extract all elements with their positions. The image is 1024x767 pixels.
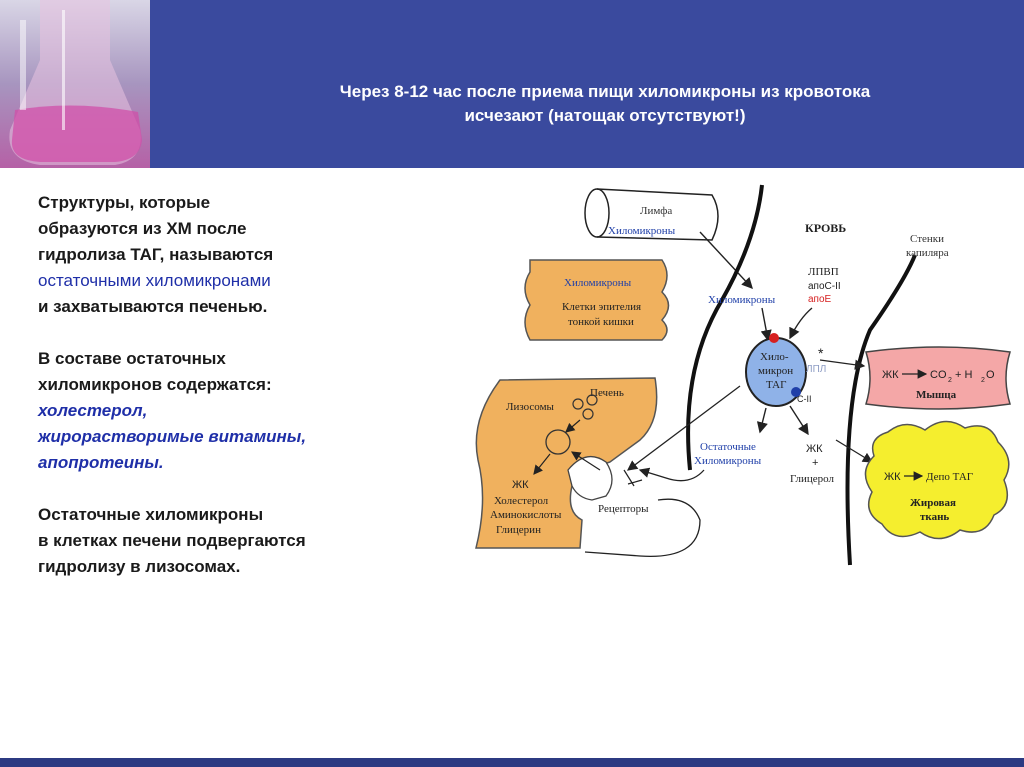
glycerin-label: Глицерин [496,524,541,536]
apo-c2-marker [791,387,801,397]
paragraph-remnants: Структуры, которые образуются из ХМ посл… [38,190,418,320]
vesicle-to-lysosome-arrow [570,451,601,471]
capillary-label-2: капиляра [906,247,949,259]
muscle-fa-label: ЖК [882,369,899,381]
lysosome [582,408,594,420]
receptors-label: Рецепторы [598,503,649,515]
text-line: хиломикронов содержатся: [38,375,272,394]
text-line: образуются из ХМ после [38,219,247,238]
muscle-plus-h: + H [955,369,972,381]
capillary-label-1: Стенки [910,233,944,245]
fa-to-muscle-arrow [819,359,866,370]
apo-e-label: апоЕ [808,294,832,305]
text-line: Структуры, которые [38,193,211,212]
hydrolysis-products-arrow [533,453,551,475]
highlight-term: остаточными хиломикронами [38,271,271,290]
amino-acids-label: Аминокислоты [490,509,562,521]
text-line: В составе остаточных [38,349,226,368]
paragraph-hydrolysis: Остаточные хиломикроны в клетках печени … [38,502,418,580]
slide-title: Через 8-12 час после приема пищи хиломик… [190,80,1020,128]
muscle-tissue [865,346,1011,410]
lysosome [586,394,598,406]
remnant-label-1: Остаточные [700,441,756,453]
cholesterol-label: Холестерол [494,495,549,507]
blood-chylomicrons-label: Хиломикроны [708,294,776,306]
remnant-label-2: Хиломикроны [694,455,762,467]
component-apoproteins: апопротеины. [38,453,164,472]
lpl-label: ЛПЛ [806,364,826,375]
particle-to-fa-arrow [789,405,809,436]
remnant-uptake-arrow [626,385,741,471]
lysosome-fused [545,429,571,455]
component-vitamins: жирорастворимые витамины, [38,427,307,446]
particle-label-1: Хило- [760,351,789,363]
adipose-tissue [864,420,1010,540]
chylomicron-metabolism-diagram: Лимфа Хиломикроны КРОВЬ Стенки капиляра … [475,184,1011,566]
lymph-vessel [584,188,719,241]
text-line: и захватываются печенью. [38,297,268,316]
glycerol-label: Глицерол [790,473,835,485]
intestine-label-2: тонкой кишки [568,316,634,328]
capillary-wall-right [845,254,917,566]
liver-cell [475,377,658,549]
paragraph-composition: В составе остаточных хиломикронов содерж… [38,346,418,476]
liver-label: Печень [590,387,624,399]
lysosomes-label: Лизосомы [506,401,555,413]
fa-to-adipose-arrow [835,439,874,463]
capillary-wall-left [686,184,764,471]
blood-label: КРОВЬ [805,221,846,235]
bottom-bar [0,758,1024,767]
muscle-o-label: O [986,369,995,381]
title-line-1: Через 8-12 час после приема пищи хиломик… [339,82,871,101]
plus-sign: + [812,457,818,469]
explanation-text: Структуры, которые образуются из ХМ посл… [38,190,418,606]
blood-return-line [584,498,701,558]
liver-fa-label: ЖК [512,479,529,491]
text-line: гидролиза ТАГ, называются [38,245,274,264]
hdl-transfer-arrow [789,307,813,340]
remnant-to-liver-arrow [638,467,705,482]
text-line: Остаточные хиломикроны [38,505,264,524]
intestine-cells [524,259,670,341]
hdl-label: ЛПВП [808,266,839,278]
fa-label: ЖК [806,443,823,455]
text-line: гидролизу в лизосомах. [38,557,241,576]
particle-label-2: микрон [758,365,793,377]
adipose-label-2: ткань [920,511,949,523]
lysosome [572,398,584,410]
receptor-mark [627,479,643,485]
muscle-sub-2a: 2 [948,377,952,384]
lymph-label: Лимфа [640,205,672,217]
header-bar: Через 8-12 час после приема пищи хиломик… [0,0,1024,168]
endocytosis-vesicle [567,455,613,501]
adipose-depot-label: Депо ТАГ [926,471,973,483]
flask-image [0,0,150,168]
component-cholesterol: холестерол, [38,401,148,420]
lymph-to-blood-arrow [699,231,753,290]
intestine-label-1: Клетки эпителия [562,301,641,313]
chylo-to-particle-arrow [760,307,772,342]
muscle-co-label: CO [930,369,947,381]
particle-to-remnant-arrow [756,407,768,434]
title-line-2: исчезают (натощак отсутствуют!) [464,106,746,125]
adipose-label-1: Жировая [910,497,956,509]
lymph-chylomicrons-label: Хиломикроны [608,225,676,237]
apo-e-marker [769,333,779,343]
muscle-label: Мышца [916,389,957,401]
flask-illustration [0,0,150,168]
particle-label-3: ТАГ [766,379,786,391]
star-mark: * [818,345,824,361]
muscle-sub-2b: 2 [981,377,985,384]
lysosome-fusion-arrow [565,419,581,433]
apo-c2-label: апоС-II [808,281,841,292]
text-line: в клетках печени подвергаются [38,531,306,550]
intestine-chylomicrons-label: Хиломикроны [564,277,632,289]
c2-label: C-II [797,394,812,404]
adipose-fa-label: ЖК [884,471,901,483]
